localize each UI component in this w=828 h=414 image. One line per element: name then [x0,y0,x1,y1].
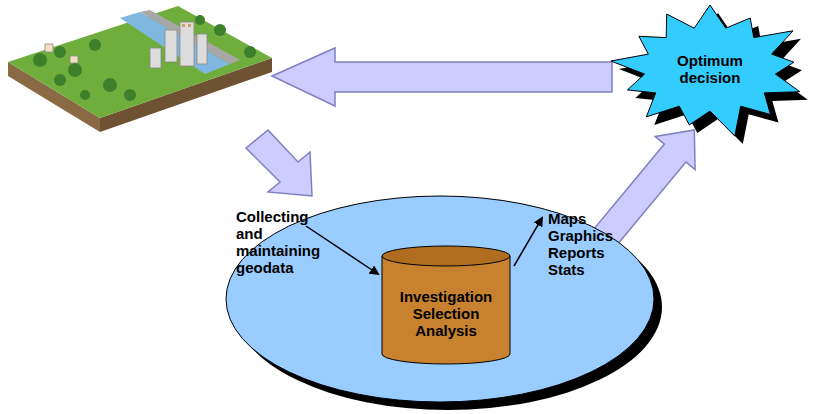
feedback-arrow [272,48,612,106]
decision-star: Optimum decision [612,4,808,134]
data-arrow [246,130,312,196]
process-text: Investigation Selection Analysis [387,288,505,339]
database-cylinder: Investigation Selection Analysis [382,246,510,364]
system-ellipse: Collecting and maintaining geodata Maps G… [226,196,654,402]
input-text: Collecting and maintaining geodata [236,208,336,276]
landscape [8,6,272,132]
output-text: Maps Graphics Reports Stats [548,210,624,278]
decision-text: Optimum decision [668,52,752,86]
